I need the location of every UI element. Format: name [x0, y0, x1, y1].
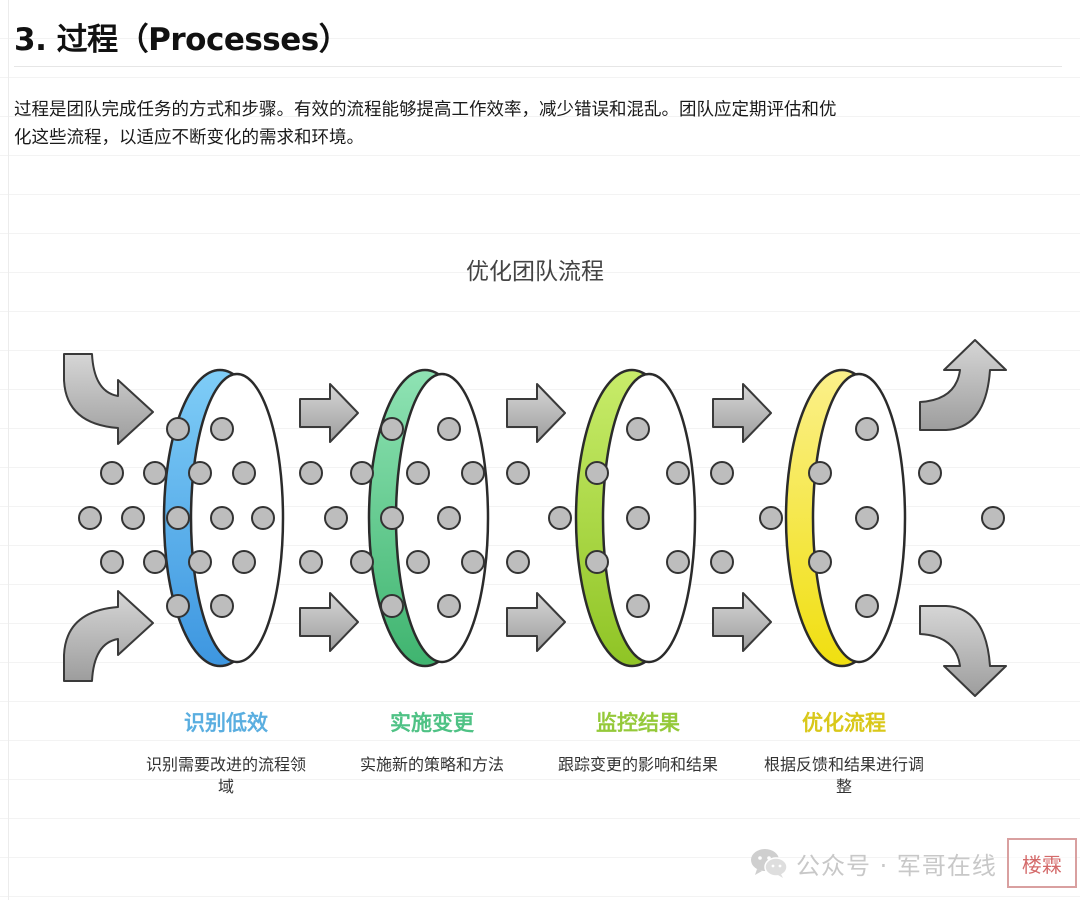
flow-dot — [626, 594, 650, 618]
flow-dot — [350, 461, 374, 485]
flow-dot — [380, 594, 404, 618]
step-description: 实施新的策略和方法 — [359, 755, 504, 774]
flow-dot — [251, 506, 275, 530]
filter-ring-4 — [784, 368, 907, 668]
section-heading: 3. 过程（Processes） — [14, 22, 350, 58]
section-intro: 过程是团队完成任务的方式和步骤。有效的流程能够提高工作效率，减少错误和混乱。团队… — [14, 100, 837, 148]
step-1: 识别低效 识别需要改进的流程领域 — [126, 706, 326, 798]
flow-dot — [981, 506, 1005, 530]
flow-dot — [666, 550, 690, 574]
flow-dot — [406, 461, 430, 485]
flow-dot — [299, 461, 323, 485]
flow-dot — [100, 550, 124, 574]
flow-dot — [380, 417, 404, 441]
straight-arrow — [712, 592, 772, 652]
flow-dot — [166, 594, 190, 618]
flow-dot — [808, 550, 832, 574]
flow-dot — [188, 550, 212, 574]
flow-dot — [166, 417, 190, 441]
step-description: 根据反馈和结果进行调整 — [764, 755, 925, 796]
flow-dot — [626, 506, 650, 530]
flow-dot — [506, 461, 530, 485]
flow-dot — [548, 506, 572, 530]
step-4: 优化流程 根据反馈和结果进行调整 — [744, 706, 944, 798]
step-label: 识别低效 — [184, 711, 268, 735]
wechat-icon — [751, 849, 788, 878]
straight-arrow — [299, 592, 359, 652]
output-curved-arrow-down — [919, 605, 1007, 697]
flow-dot — [918, 461, 942, 485]
flow-dot — [210, 506, 234, 530]
output-curved-arrow-up — [919, 339, 1007, 431]
flow-dot — [210, 417, 234, 441]
step-label: 实施变更 — [390, 711, 474, 735]
flow-dot — [437, 594, 461, 618]
diagram-title: 优化团队流程 — [466, 259, 604, 285]
flow-dot — [855, 417, 879, 441]
flow-dot — [626, 417, 650, 441]
straight-arrow — [299, 383, 359, 443]
heading-divider — [14, 66, 1062, 67]
flow-dot — [324, 506, 348, 530]
step-description: 跟踪变更的影响和结果 — [557, 755, 718, 774]
flow-dot — [461, 550, 485, 574]
flow-dot — [461, 461, 485, 485]
straight-arrow — [712, 383, 772, 443]
flow-dot — [299, 550, 323, 574]
straight-arrows — [299, 383, 772, 652]
flow-dot — [232, 550, 256, 574]
flow-dot — [759, 506, 783, 530]
flow-dot — [585, 550, 609, 574]
flow-dot — [585, 461, 609, 485]
flow-dot — [166, 506, 190, 530]
flow-dot — [232, 461, 256, 485]
flow-dot — [121, 506, 145, 530]
step-2: 实施变更 实施新的策略和方法 — [332, 706, 532, 776]
flow-dot — [918, 550, 942, 574]
input-curved-arrow-top — [63, 353, 154, 445]
flow-dot — [855, 506, 879, 530]
flow-dot — [666, 461, 690, 485]
flow-dot — [506, 550, 530, 574]
flow-dot — [710, 461, 734, 485]
page-edge-rule — [8, 0, 9, 900]
flow-dot — [78, 506, 102, 530]
flow-dot — [143, 550, 167, 574]
step-description: 识别需要改进的流程领域 — [146, 755, 307, 796]
flow-dot — [380, 506, 404, 530]
flow-dot — [188, 461, 212, 485]
input-curved-arrow-bottom — [63, 590, 154, 682]
watermark-text: 公众号 · 军哥在线 — [796, 851, 997, 880]
watermark: 公众号 · 军哥在线 楼霖 — [750, 838, 1077, 888]
flow-dot — [406, 550, 430, 574]
step-label: 优化流程 — [802, 711, 886, 735]
flow-dot — [350, 550, 374, 574]
flow-dot — [143, 461, 167, 485]
flow-dot — [437, 506, 461, 530]
flow-dot — [710, 550, 734, 574]
flow-dot — [437, 417, 461, 441]
step-label: 监控结果 — [596, 711, 680, 735]
straight-arrow — [506, 383, 566, 443]
straight-arrow — [506, 592, 566, 652]
flow-dot — [210, 594, 234, 618]
flow-dot — [808, 461, 832, 485]
flow-dot — [855, 594, 879, 618]
flow-dot — [100, 461, 124, 485]
step-3: 监控结果 跟踪变更的影响和结果 — [538, 706, 738, 776]
flow-dots — [78, 417, 1005, 618]
watermark-badge: 楼霖 — [1006, 838, 1077, 888]
